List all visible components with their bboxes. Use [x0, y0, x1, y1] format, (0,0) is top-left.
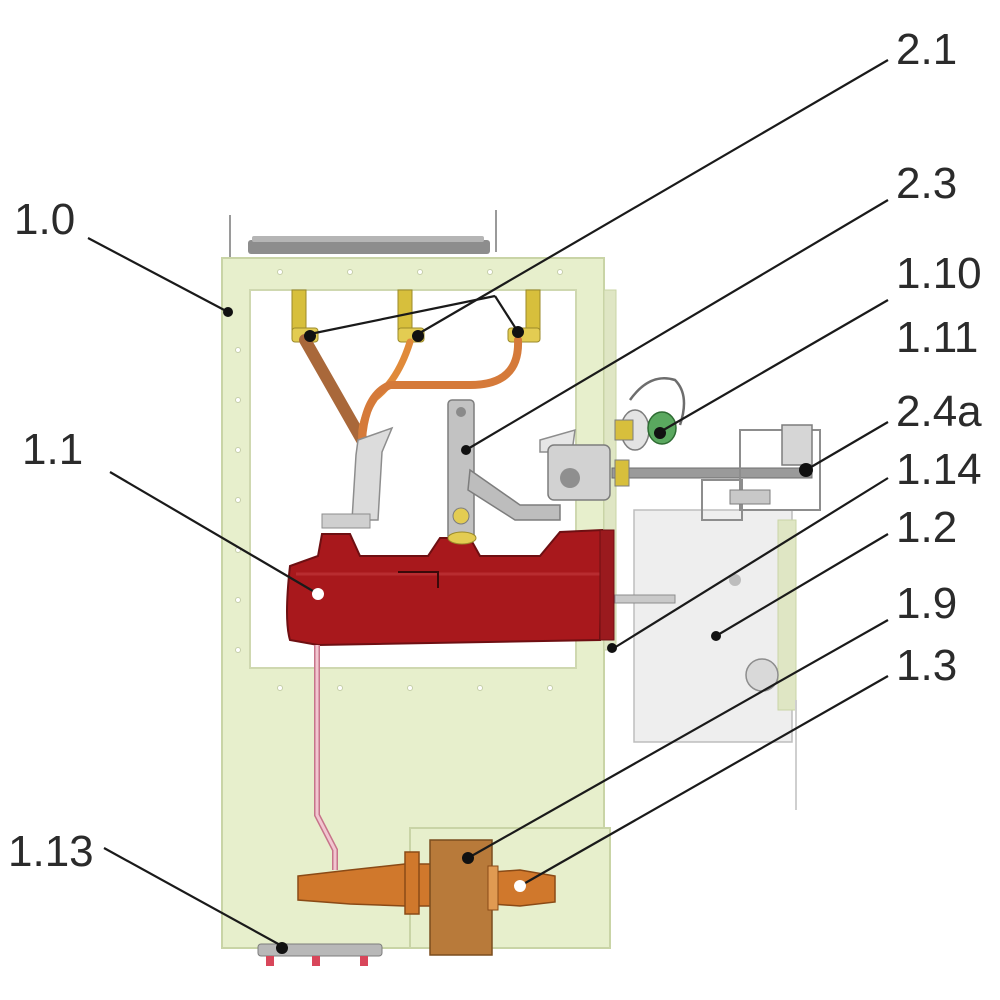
callout-1.13: 1.13	[8, 827, 94, 876]
leader-2.1-b	[309, 294, 496, 336]
operating-mechanism	[614, 509, 797, 810]
leader-1.10	[659, 299, 889, 433]
leader-1.9	[467, 619, 889, 859]
callout-1.3: 1.3	[896, 641, 957, 690]
callout-1.0: 1.0	[14, 195, 75, 244]
leader-2.4a	[805, 421, 889, 471]
leader-1.3	[519, 675, 889, 887]
leader-1.0	[87, 237, 229, 313]
leader-1.13	[103, 847, 283, 947]
pressure-indicator	[614, 377, 686, 451]
bottom-plate	[257, 943, 383, 966]
callout-1.1: 1.1	[22, 425, 83, 474]
upper-conductors	[299, 334, 523, 446]
callout-2.4a: 2.4a	[896, 387, 982, 436]
leader-1.1	[109, 471, 319, 595]
callout-2.3: 2.3	[896, 159, 957, 208]
shaft-assembly	[539, 424, 821, 521]
callout-1.2: 1.2	[896, 503, 957, 552]
callout-1.14: 1.14	[896, 445, 982, 494]
callout-labels: 1.0 2.1 2.3 1.10 1.11 2.4a 1.1 1.14 1.2 …	[8, 25, 982, 876]
callout-1.10: 1.10	[896, 249, 982, 298]
top-plate	[229, 210, 497, 258]
leader-2.1-a	[417, 59, 889, 335]
callout-2.1: 2.1	[896, 25, 957, 74]
busbar-tank	[286, 528, 615, 647]
leader-dots	[223, 307, 813, 954]
central-link	[321, 426, 394, 529]
callout-1.11: 1.11	[896, 313, 978, 362]
cable-bushing	[297, 839, 556, 956]
leader-1.2	[715, 533, 889, 637]
panel-rivets	[235, 269, 563, 691]
callout-1.9: 1.9	[896, 579, 957, 628]
leader-2.1-c	[494, 295, 519, 333]
down-conductor	[314, 645, 338, 870]
leader-lines	[87, 59, 889, 947]
leader-1.14	[613, 477, 889, 649]
leader-2.3	[465, 199, 889, 451]
